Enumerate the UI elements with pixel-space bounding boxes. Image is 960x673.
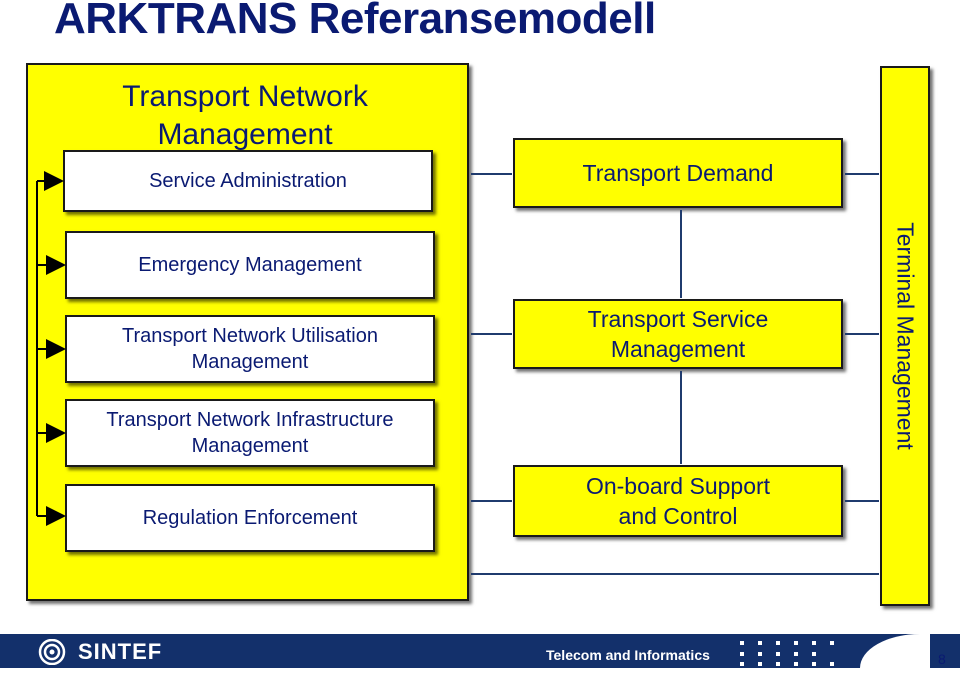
sintef-logo-icon (38, 639, 66, 665)
footer-bar (0, 634, 960, 668)
onboard-support-box: On-board Support and Control (513, 465, 843, 537)
utilisation-management-box: Transport Network Utilisation Management (65, 315, 435, 383)
service-administration-box: Service Administration (63, 150, 433, 212)
transport-network-management-title: Transport Network Management (122, 80, 368, 151)
middle-connectors (471, 173, 879, 575)
page-number: 8 (938, 651, 946, 667)
tnm-bracket-connector (36, 171, 66, 526)
page-title: ARKTRANS Referansemodell (54, 0, 656, 43)
sintef-logo-text: SINTEF (78, 639, 163, 664)
regulation-enforcement-box: Regulation Enforcement (65, 484, 435, 552)
transport-demand-box: Transport Demand (513, 138, 843, 208)
department-label: Telecom and Informatics (546, 647, 710, 663)
terminal-management-panel (880, 66, 930, 606)
footer-dot-pattern (740, 641, 834, 666)
infrastructure-management-box: Transport Network Infrastructure Managem… (65, 399, 435, 467)
transport-service-management-box: Transport Service Management (513, 299, 843, 369)
emergency-management-box: Emergency Management (65, 231, 435, 299)
